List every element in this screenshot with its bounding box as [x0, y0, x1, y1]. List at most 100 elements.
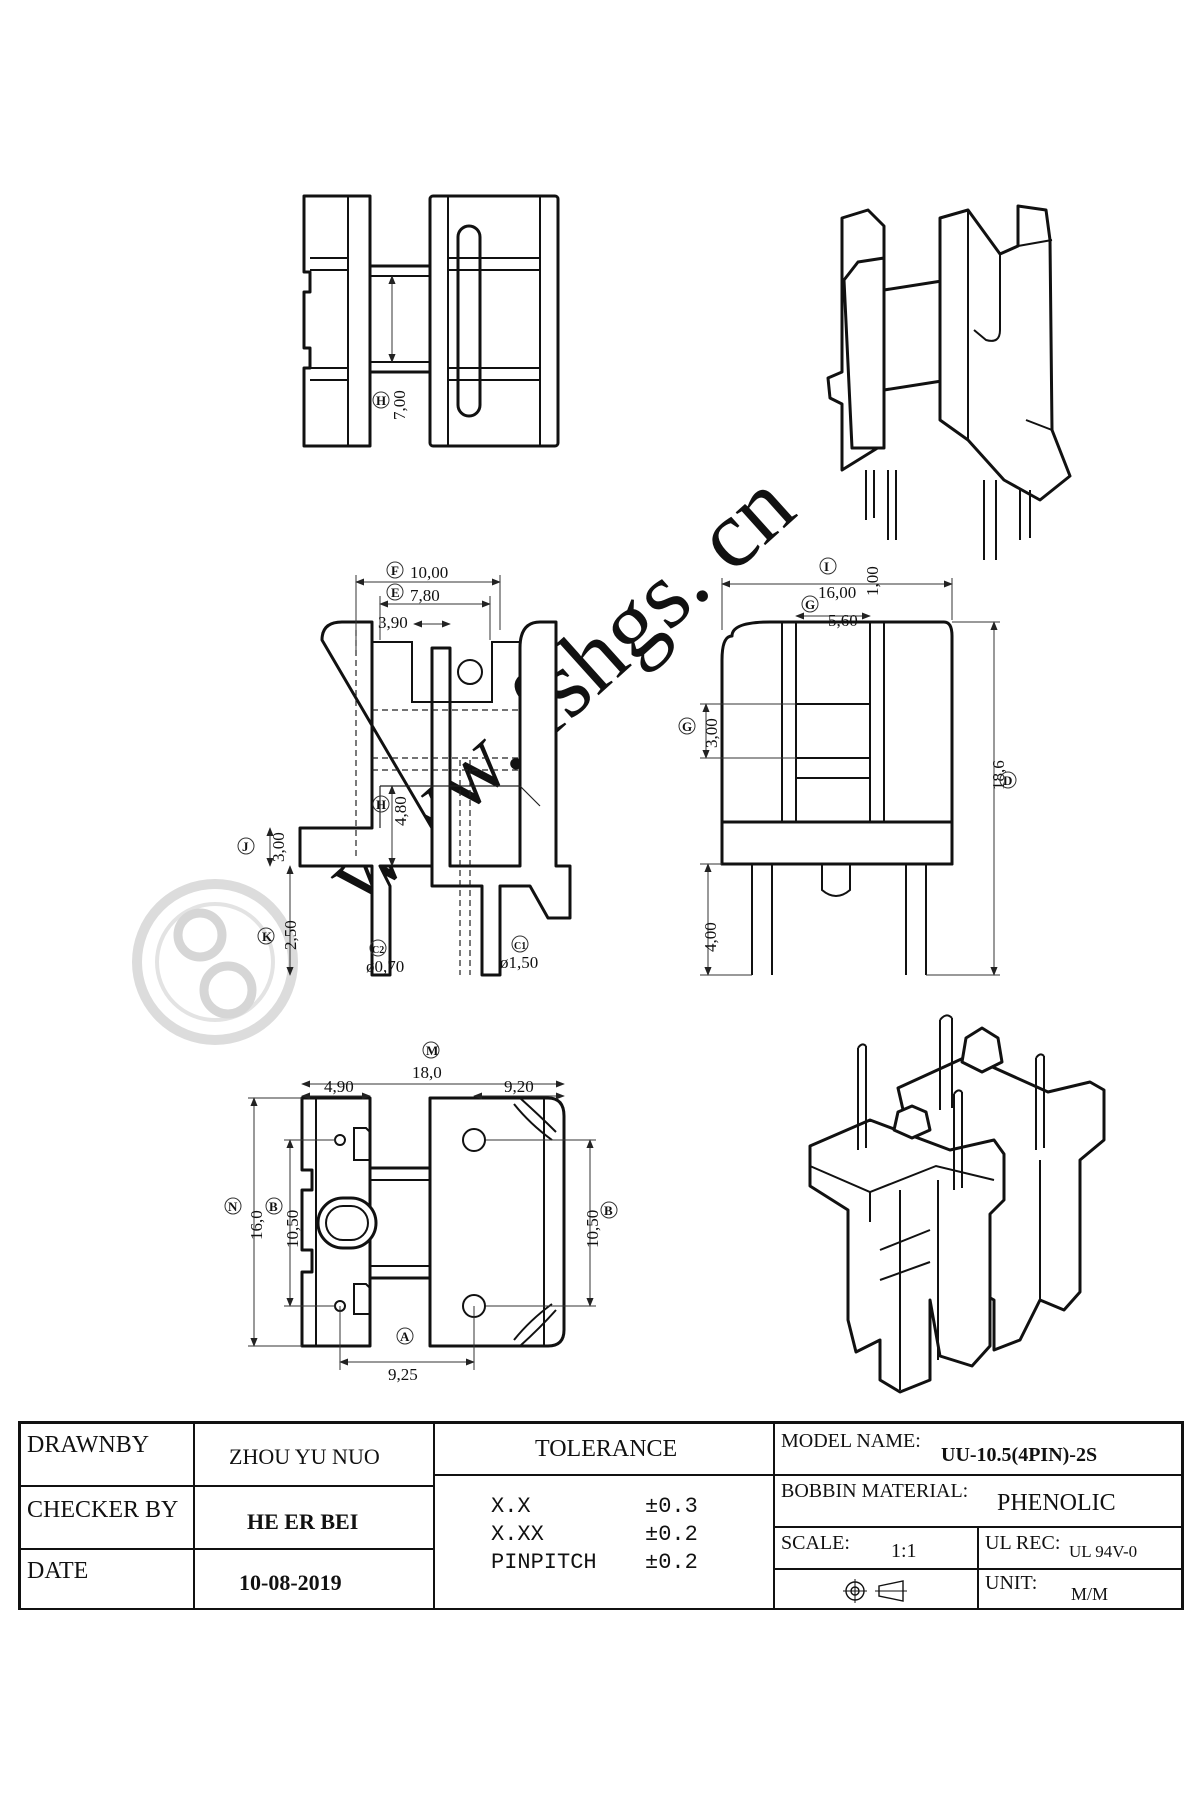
dim-g-label: G: [805, 597, 815, 612]
dim-f-marker: [386, 561, 404, 579]
dim-b-right-value: 10,50: [583, 1210, 602, 1248]
dim-g-value: 5,60: [828, 611, 858, 630]
dim-n-marker: [224, 1197, 242, 1215]
dim-m-marker: [422, 1041, 440, 1059]
drawn-by-value: ZHOU YU NUO: [229, 1444, 380, 1469]
dim-b-left-value: 10,50: [283, 1210, 302, 1248]
dim-k-marker: [257, 927, 275, 945]
dim-c1-marker: [511, 935, 529, 953]
dim-i-marker: [819, 557, 837, 575]
dim-m-label: M: [426, 1043, 438, 1058]
dim-n-value: 16,0: [247, 1210, 266, 1240]
dim-h-value: 4,80: [391, 796, 410, 826]
dim-pin-extensions: [700, 863, 752, 976]
dim-i-extensions: [721, 578, 953, 630]
tolerance-header-cell: TOLERANCE: [434, 1423, 774, 1475]
checker-value-cell: HE ER BEI: [194, 1486, 434, 1549]
dim-m-value: 18,0: [412, 1063, 442, 1082]
bottom-view-chamfers: [513, 1097, 557, 1347]
iso-bottom-pin-bump: [892, 1104, 932, 1140]
tolerance-value-1: ±0.3: [645, 1494, 698, 1519]
front-view-step: [379, 785, 541, 828]
date-label-cell: DATE: [20, 1549, 194, 1610]
dim-n-label: N: [228, 1199, 238, 1214]
iso-bottom-bump: [960, 1026, 1004, 1074]
dim-a-marker: [396, 1327, 414, 1345]
dim-right-value: 9,20: [504, 1077, 534, 1096]
front-view-outline: [298, 620, 572, 977]
dim-d-marker: [999, 771, 1017, 789]
dim-g2-value: 3,00: [702, 718, 721, 748]
unit-value: M/M: [1071, 1584, 1109, 1604]
top-view-h-marker: [372, 391, 390, 409]
dim-b-right-extensions: [486, 1139, 596, 1307]
unit-cell: UNIT: M/M: [978, 1569, 1182, 1610]
dim-j-label: J: [242, 839, 249, 854]
dim-c1-label: C1: [514, 941, 526, 952]
iso-bottom-pins: [857, 1014, 1045, 1190]
dim-b-left-extensions: [284, 1139, 336, 1307]
top-view-slot: [456, 224, 482, 418]
dim-a-label: A: [400, 1329, 410, 1344]
unit-label: UNIT:: [985, 1572, 1038, 1594]
tolerance-values-cell: X.X ±0.3 X.XX ±0.2 PINPITCH ±0.2: [434, 1475, 774, 1610]
top-view: 7,00 H: [302, 194, 560, 448]
dim-g2-extensions: [700, 703, 796, 759]
model-name-cell: MODEL NAME: UU-10.5(4PIN)-2S: [774, 1423, 1182, 1475]
isometric-view-bottom: [808, 1014, 1106, 1394]
dim-k-label: K: [262, 929, 273, 944]
top-view-core: [368, 264, 432, 374]
model-name-value: UU-10.5(4PIN)-2S: [941, 1444, 1098, 1466]
projection-cell: [774, 1569, 978, 1610]
dimension-top-h-label: H: [376, 393, 386, 408]
top-view-right-flange-inner: [447, 196, 541, 446]
side-view-pins: [751, 863, 927, 975]
dim-g2-label: G: [682, 719, 692, 734]
dim-f-extensions: [355, 575, 501, 650]
top-view-left-flange: [302, 194, 372, 448]
date-label: DATE: [27, 1558, 89, 1584]
checker-value: HE ER BEI: [247, 1509, 359, 1534]
iso-top-pins: [865, 470, 1031, 560]
dim-e-marker: [386, 583, 404, 601]
dim-b-right-marker: [600, 1201, 618, 1219]
ul-label: UL REC:: [985, 1532, 1061, 1554]
dim-e-value: 7,80: [410, 586, 440, 605]
bottom-view-core-lines: [370, 1179, 430, 1267]
tolerance-name-3: PINPITCH: [491, 1550, 597, 1575]
scale-cell: SCALE: 1:1: [774, 1527, 978, 1569]
tolerance-value-3: ±0.2: [645, 1550, 698, 1575]
dim-n-extensions: [248, 1097, 302, 1347]
iso-bottom-front-flange: [808, 1118, 1006, 1394]
drawn-by-label: DRAWNBY: [27, 1432, 150, 1458]
top-view-cross-grooves: [310, 257, 540, 381]
dim-b-left-label: B: [269, 1199, 278, 1214]
dim-h-label: H: [376, 797, 386, 812]
front-view: F 10,00 E 7,80 3,90 4,80 H 3,00 J 2,50 K…: [237, 561, 572, 977]
material-label: BOBBIN MATERIAL:: [781, 1480, 969, 1502]
tolerance-name-2: X.XX: [491, 1522, 544, 1547]
tolerance-name-1: X.X: [491, 1494, 531, 1519]
bottom-view-slot-inner: [325, 1205, 369, 1241]
iso-top-left-flange-face: [842, 256, 886, 450]
dim-slot-value: 3,90: [378, 613, 408, 632]
bottom-view-side-notches: [353, 1127, 371, 1315]
iso-top-right-flange: [938, 204, 1072, 502]
dim-j-marker: [237, 837, 255, 855]
dim-b-right-label: B: [604, 1203, 613, 1218]
top-view-core-lines: [370, 275, 430, 363]
bottom-view: M 18,0 4,90 9,20 N 16,0 B 10,50 10,50 B …: [224, 1041, 618, 1384]
dim-i-value: 16,00: [818, 583, 856, 602]
side-view: I 16,00 1,00 G 5,60 G 3,00 18,6 D 4,00: [678, 557, 1017, 976]
iso-top-core: [882, 278, 950, 392]
dim-f-value: 10,00: [410, 563, 448, 582]
tolerance-label: TOLERANCE: [535, 1436, 678, 1462]
material-cell: BOBBIN MATERIAL: PHENOLIC: [774, 1475, 1182, 1527]
dim-g-marker: [801, 595, 819, 613]
dim-i-extra: 1,00: [863, 566, 882, 596]
dim-c2-value: ø0,70: [366, 957, 404, 976]
checker-label: CHECKER BY: [27, 1497, 179, 1523]
title-block: DRAWNBY ZHOU YU NUO CHECKER BY HE ER BEI…: [18, 1421, 1184, 1610]
side-view-base: [720, 820, 954, 866]
